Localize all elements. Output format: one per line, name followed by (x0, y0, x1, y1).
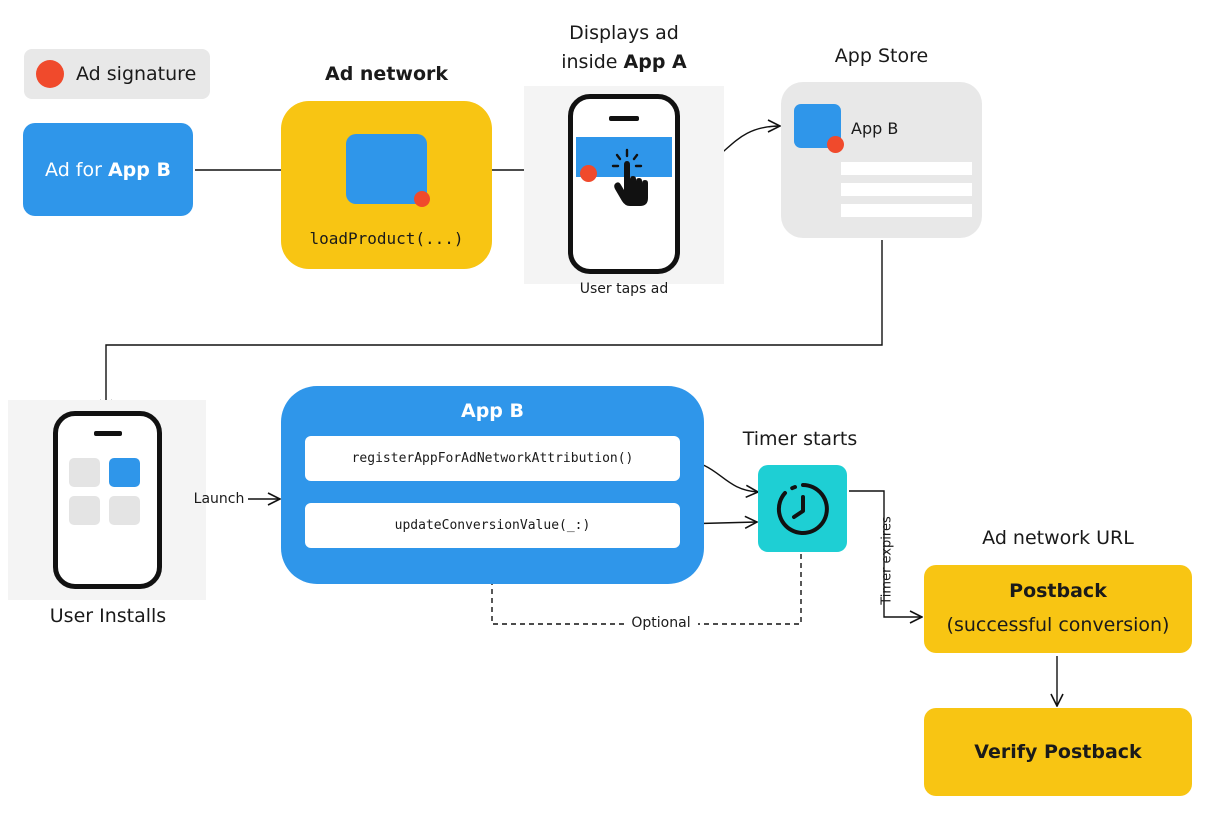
display-line2-app: App A (623, 51, 687, 73)
display-line1: Displays ad (569, 22, 679, 44)
timer-title: Timer starts (742, 428, 858, 450)
ad-network-title: Ad network (324, 63, 449, 85)
legend-label: Ad signature (76, 63, 197, 85)
display-line2-prefix: inside (561, 51, 618, 73)
app-b-box: App B registerAppForAdNetworkAttribution… (281, 386, 704, 584)
app-store-app-name: App B (851, 119, 899, 138)
home-app-tile (69, 458, 100, 487)
ad-signature-dot (36, 60, 64, 88)
user-taps-caption: User taps ad (579, 281, 669, 297)
ad-network-box: loadProduct(...) (281, 101, 492, 269)
clock-icon (776, 483, 829, 535)
optional-label: Optional (624, 615, 698, 631)
listing-line (841, 183, 972, 196)
app-b-title: App B (460, 400, 524, 422)
ad-signature-dot (414, 191, 430, 207)
home-app-tile (69, 496, 100, 525)
dashed-optional-right (698, 554, 802, 625)
timer-expires-label: Timer expires (879, 516, 895, 605)
phone-a-speaker (609, 116, 639, 121)
user-installs-caption: User Installs (49, 605, 167, 627)
verify-postback-box: Verify Postback (924, 708, 1192, 796)
ad-card-prefix: Ad for (45, 158, 102, 181)
app-store-title: App Store (834, 45, 929, 67)
phone-install-speaker (94, 431, 122, 436)
display-line2: inside App A (524, 51, 724, 73)
arrow-timer-expires (849, 490, 922, 617)
home-app-b-tile[interactable] (109, 458, 140, 487)
register-call: registerAppForAdNetworkAttribution() (305, 436, 680, 481)
tap-hand-icon (611, 148, 648, 206)
ad-card-app: App B (107, 158, 171, 181)
legend: Ad signature (24, 49, 210, 99)
home-app-tile (109, 496, 140, 525)
listing-line (841, 204, 972, 217)
listing-line (841, 162, 972, 175)
launch-label: Launch (193, 491, 245, 507)
ad-network-url-title: Ad network URL (982, 527, 1134, 549)
ad-card: Ad for App B (23, 123, 193, 216)
update-conversion-call: updateConversionValue(_:) (305, 503, 680, 548)
postback-box: Postback (successful conversion) (924, 565, 1192, 653)
ad-signature-dot (827, 136, 844, 153)
postback-title: Postback (1009, 580, 1107, 602)
ad-signature-dot (580, 165, 597, 182)
timer-box (758, 465, 847, 552)
postback-subtitle: (successful conversion) (946, 614, 1170, 636)
ad-product-tile (346, 134, 427, 204)
app-store-card: App B (781, 82, 982, 238)
load-product-code: loadProduct(...) (309, 229, 464, 248)
arrow-store-to-install (106, 240, 883, 412)
